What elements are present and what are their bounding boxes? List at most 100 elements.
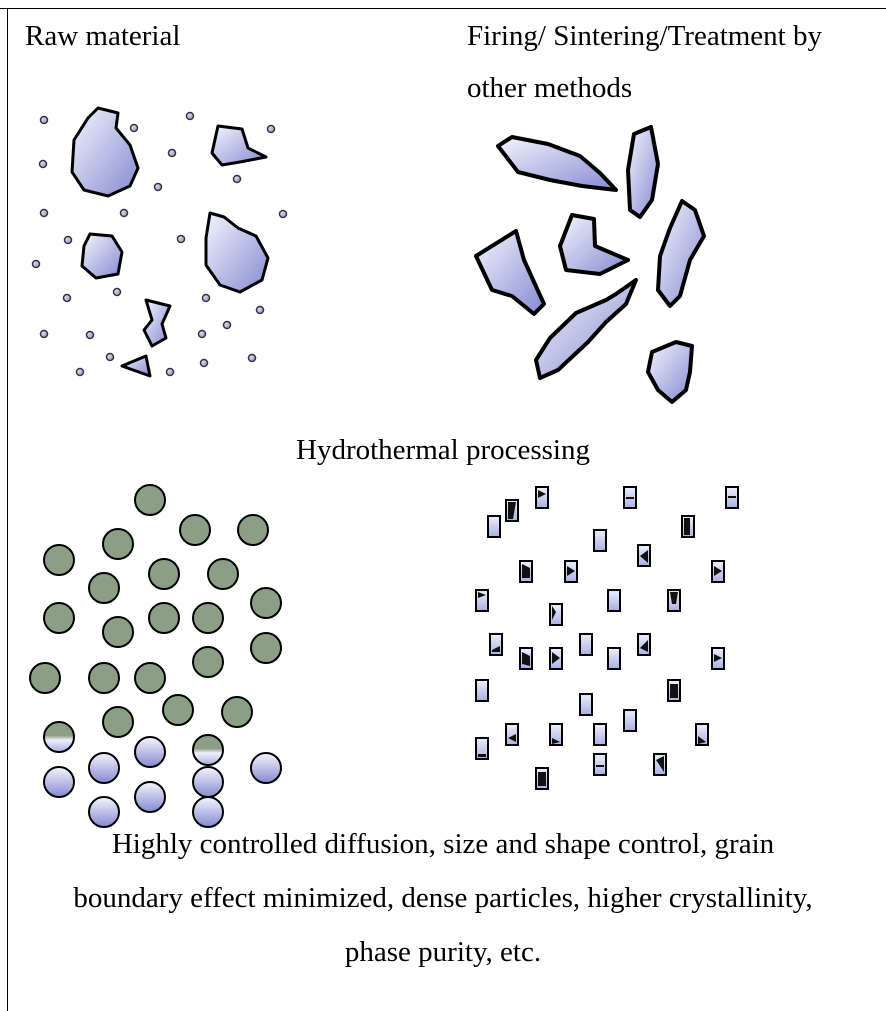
crystal-mark: [538, 490, 546, 498]
raw-dot: [38, 159, 48, 169]
frame-top-border: [0, 8, 886, 9]
blue-sphere: [43, 766, 75, 798]
green-sphere: [102, 528, 134, 560]
raw-dot: [199, 358, 209, 368]
firing-label-line2: other methods: [467, 72, 633, 104]
raw-particle: [210, 124, 268, 167]
raw-particle: [70, 106, 140, 198]
sintered-shards: [474, 125, 706, 404]
green-sphere: [134, 484, 166, 516]
raw-dot: [105, 352, 115, 362]
raw-particle: [80, 232, 124, 280]
crystal-mark: [670, 684, 678, 698]
crystal-mark: [640, 550, 648, 563]
crystal-tile: [593, 723, 607, 746]
crystal-mark: [522, 652, 530, 666]
blue-sphere: [88, 796, 120, 828]
crystal-mark: [714, 654, 722, 662]
frame-left-border: [7, 8, 8, 1011]
crystal-mark: [640, 640, 648, 652]
sintered-shard: [656, 199, 706, 308]
crystal-mark: [567, 566, 575, 576]
caption-line-2: boundary effect minimized, dense particl…: [73, 882, 813, 914]
raw-dot: [255, 305, 265, 315]
crystal-tile: [487, 515, 501, 538]
crystal-mark: [522, 564, 530, 578]
green-sphere: [88, 572, 120, 604]
crystal-tile: [579, 633, 593, 656]
green-sphere: [192, 646, 224, 678]
crystal-tile: [607, 589, 621, 612]
crystal-tile: [623, 709, 637, 732]
raw-material-dots: [31, 111, 288, 377]
blue-sphere: [134, 781, 166, 813]
sintered-shard: [496, 135, 618, 192]
green-sphere: [29, 662, 61, 694]
green-sphere: [179, 514, 211, 546]
raw-dot: [278, 209, 288, 219]
raw-particle: [120, 354, 152, 378]
green-sphere: [102, 616, 134, 648]
green-sphere: [134, 662, 166, 694]
crystal-mark: [626, 497, 634, 499]
raw-dot: [129, 123, 139, 133]
raw-dot: [119, 208, 129, 218]
crystal-mark: [478, 754, 486, 757]
crystal-mark: [538, 772, 546, 786]
crystal-mark: [552, 652, 560, 664]
raw-dot: [31, 259, 41, 269]
sintered-shard: [474, 229, 546, 316]
green-sphere: [192, 602, 224, 634]
raw-dot: [266, 124, 276, 134]
caption-line-1: Highly controlled diffusion, size and sh…: [111, 828, 775, 860]
raw-dot: [222, 320, 232, 330]
crystal-mark: [552, 606, 556, 620]
crystal-tile: [535, 486, 549, 509]
raw-dot: [39, 208, 49, 218]
green-sphere: [148, 602, 180, 634]
crystal-tile: [475, 737, 489, 760]
raw-dot: [185, 111, 195, 121]
raw-particle: [204, 211, 270, 294]
raw-dot: [167, 148, 177, 158]
raw-dot: [39, 329, 49, 339]
raw-material-particles: [70, 106, 270, 378]
green-sphere: [221, 696, 253, 728]
raw-material-label: Raw material: [25, 20, 181, 52]
blue-sphere: [88, 752, 120, 784]
sintered-shard: [626, 125, 660, 219]
green-sphere: [43, 544, 75, 576]
mixed-sphere: [43, 721, 75, 753]
raw-dot: [62, 293, 72, 303]
crystal-tile: [593, 753, 607, 776]
green-sphere: [237, 514, 269, 546]
green-sphere: [207, 558, 239, 590]
crystal-tile: [607, 647, 621, 670]
crystal-tile: [579, 693, 593, 716]
mixed-sphere: [192, 734, 224, 766]
raw-dot: [112, 287, 122, 297]
crystal-dark-marks: [478, 490, 736, 786]
raw-dot: [165, 367, 175, 377]
green-sphere: [43, 602, 75, 634]
crystal-tile: [475, 589, 489, 612]
raw-dot: [63, 235, 73, 245]
green-sphere: [88, 662, 120, 694]
crystal-tile: [505, 723, 519, 746]
crystal-mark: [684, 518, 690, 535]
green-sphere: [250, 587, 282, 619]
green-sphere: [162, 694, 194, 726]
blue-sphere: [192, 796, 224, 828]
raw-dot: [232, 174, 242, 184]
blue-sphere: [192, 766, 224, 798]
hydrothermal-spheres: [29, 484, 282, 828]
caption-line-3: phase purity, etc.: [344, 936, 542, 968]
hydrothermal-label: Hydrothermal processing: [296, 434, 590, 466]
crystal-tile: [549, 603, 563, 626]
crystal-mark: [656, 756, 664, 772]
crystal-tile: [593, 529, 607, 552]
raw-dot: [85, 330, 95, 340]
crystal-mark: [552, 738, 560, 744]
